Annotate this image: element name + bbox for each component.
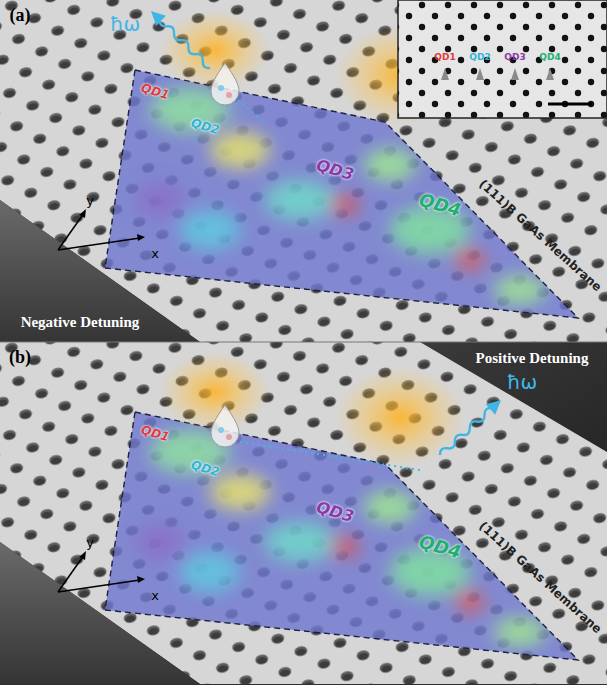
coupling-line	[240, 442, 420, 470]
panel-b-scene	[0, 342, 607, 684]
axis-label: x	[151, 247, 159, 261]
inset-dot-label: QD2	[469, 53, 490, 63]
inset-dot-label: QD4	[539, 53, 560, 63]
photon-energy: ħω	[507, 371, 538, 393]
detuning-label: Negative Detuning	[21, 314, 140, 331]
photon-energy: ħω	[110, 13, 141, 35]
detuning-label: Positive Detuning	[476, 350, 589, 367]
panel-a-scene	[0, 0, 607, 342]
panel-label: (a)	[10, 6, 31, 26]
photon-wave	[146, 6, 215, 73]
axis-label: y	[86, 536, 94, 550]
inset-dot-label: QD3	[504, 53, 525, 63]
sem-inset	[398, 0, 607, 118]
axis-label: y	[86, 194, 94, 208]
photon-wave	[435, 395, 505, 460]
axis-label: x	[151, 589, 159, 603]
coupling-line	[238, 100, 262, 120]
panel-divider	[0, 342, 607, 343]
inset-dot-label: QD1	[434, 53, 455, 63]
panel-label: (b)	[9, 348, 31, 368]
